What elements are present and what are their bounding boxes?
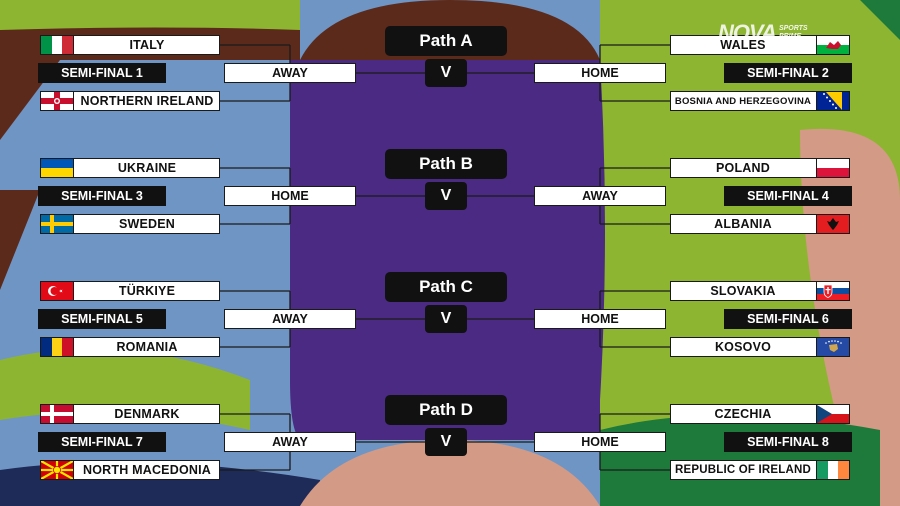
team-name: NORTHERN IRELAND (80, 94, 214, 108)
team-name: POLAND (716, 161, 770, 175)
bosnia-flag-icon (816, 91, 850, 111)
team-slot[interactable]: DENMARK (40, 404, 220, 424)
team-slot[interactable]: TÜRKIYE (40, 281, 220, 301)
venue-label: HOME (534, 309, 666, 329)
team-name: NORTH MACEDONIA (83, 463, 211, 477)
team-name: REPUBLIC OF IRELAND (674, 464, 812, 476)
italy-flag-icon (40, 35, 74, 55)
albania-flag-icon (816, 214, 850, 234)
logo-sub: SPORTS (778, 25, 808, 32)
team-name: SWEDEN (118, 217, 176, 231)
team-name: UKRAINE (117, 161, 177, 175)
team-slot[interactable]: NORTHERN IRELAND (40, 91, 220, 111)
poland-flag-icon (816, 158, 850, 178)
semi-final-label: SEMI-FINAL 8 (724, 432, 852, 452)
venue-label: HOME (224, 186, 356, 206)
team-slot[interactable]: ITALY (40, 35, 220, 55)
team-name: BOSNIA AND HERZEGOVINA (674, 95, 812, 107)
team-name: DENMARK (114, 407, 180, 421)
path-header-c: Path C (385, 272, 507, 302)
semi-final-label: SEMI-FINAL 1 (38, 63, 166, 83)
wales-flag-icon (816, 35, 850, 55)
semi-final-label: SEMI-FINAL 6 (724, 309, 852, 329)
versus-badge: V (425, 428, 467, 456)
versus-badge: V (425, 305, 467, 333)
semi-final-label: SEMI-FINAL 4 (724, 186, 852, 206)
team-slot[interactable]: SLOVAKIA (670, 281, 850, 301)
northern-ireland-flag-icon (40, 91, 74, 111)
team-slot[interactable]: BOSNIA AND HERZEGOVINA (670, 91, 850, 111)
venue-label: HOME (534, 63, 666, 83)
team-slot[interactable]: ROMANIA (40, 337, 220, 357)
team-slot[interactable]: SWEDEN (40, 214, 220, 234)
team-name: ROMANIA (116, 340, 178, 354)
ukraine-flag-icon (40, 158, 74, 178)
path-header-b: Path B (385, 149, 507, 179)
team-name: CZECHIA (714, 407, 772, 421)
semi-final-label: SEMI-FINAL 2 (724, 63, 852, 83)
team-slot[interactable]: POLAND (670, 158, 850, 178)
team-slot[interactable]: ALBANIA (670, 214, 850, 234)
ireland-flag-icon (816, 460, 850, 480)
logo-brand: NOVA (718, 20, 777, 45)
broadcaster-logo: NOVA SPORTS PRIME (718, 20, 873, 46)
versus-badge: V (425, 59, 467, 87)
team-name: WALES (720, 38, 766, 52)
venue-label: AWAY (224, 309, 356, 329)
kosovo-flag-icon (816, 337, 850, 357)
team-name: ALBANIA (714, 217, 772, 231)
north-macedonia-flag-icon (40, 460, 74, 480)
team-slot[interactable]: NORTH MACEDONIA (40, 460, 220, 480)
venue-label: AWAY (534, 186, 666, 206)
team-slot[interactable]: WALES (670, 35, 850, 55)
team-slot[interactable]: UKRAINE (40, 158, 220, 178)
denmark-flag-icon (40, 404, 74, 424)
slovakia-flag-icon (816, 281, 850, 301)
team-name: SLOVAKIA (710, 284, 776, 298)
venue-label: HOME (534, 432, 666, 452)
versus-badge: V (425, 182, 467, 210)
semi-final-label: SEMI-FINAL 5 (38, 309, 166, 329)
logo-tag: PRIME (778, 33, 802, 40)
semi-final-label: SEMI-FINAL 7 (38, 432, 166, 452)
team-name: ITALY (129, 38, 165, 52)
venue-label: AWAY (224, 432, 356, 452)
team-name: KOSOVO (714, 340, 772, 354)
team-slot[interactable]: CZECHIA (670, 404, 850, 424)
romania-flag-icon (40, 337, 74, 357)
sweden-flag-icon (40, 214, 74, 234)
path-header-a: Path A (385, 26, 507, 56)
team-slot[interactable]: KOSOVO (670, 337, 850, 357)
czechia-flag-icon (816, 404, 850, 424)
path-header-d: Path D (385, 395, 507, 425)
team-slot[interactable]: REPUBLIC OF IRELAND (670, 460, 850, 480)
semi-final-label: SEMI-FINAL 3 (38, 186, 166, 206)
venue-label: AWAY (224, 63, 356, 83)
turkiye-flag-icon (40, 281, 74, 301)
team-name: TÜRKIYE (118, 284, 176, 298)
